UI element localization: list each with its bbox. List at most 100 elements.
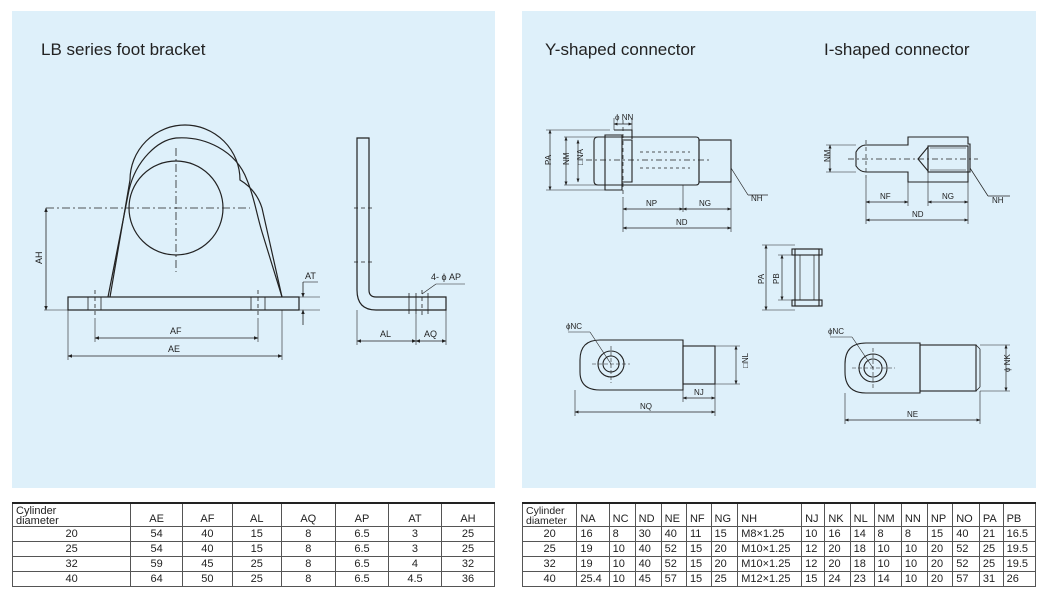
table-cell: 25.4 bbox=[576, 571, 610, 587]
label-nm: NM bbox=[562, 152, 571, 165]
table-cell: 59 bbox=[130, 556, 183, 572]
label-nf: NF bbox=[880, 192, 891, 201]
table-cell: 10 bbox=[900, 571, 928, 587]
table-cell: 8 bbox=[280, 526, 337, 542]
y-connector-title: Y-shaped connector bbox=[545, 40, 696, 59]
label-ne: NE bbox=[907, 410, 918, 419]
table-cell: 10 bbox=[873, 556, 902, 572]
table-cell: 20 bbox=[926, 571, 954, 587]
cylinder-diameter-cell: 25 bbox=[521, 541, 578, 557]
table-cell: 15 bbox=[685, 556, 712, 572]
i-connector-title: I-shaped connector bbox=[824, 40, 970, 59]
table-cell: 19.5 bbox=[1002, 541, 1037, 557]
table-cell: 6.5 bbox=[335, 556, 389, 572]
table-cell: 15 bbox=[231, 526, 282, 542]
label-nm-i: NM bbox=[823, 149, 832, 162]
table-cell: 15 bbox=[710, 526, 739, 542]
table-cell: 19 bbox=[576, 541, 610, 557]
cylinder-diameter-cell: 20 bbox=[521, 526, 578, 542]
table-cell: 52 bbox=[952, 556, 980, 572]
table-cell: 40 bbox=[952, 526, 980, 542]
header-na: NA bbox=[576, 502, 610, 527]
header-nc: NC bbox=[608, 502, 636, 527]
table-cell: 16 bbox=[824, 526, 851, 542]
table-cell: 52 bbox=[660, 556, 687, 572]
header-np: NP bbox=[926, 502, 954, 527]
table-cell: 19.5 bbox=[1002, 556, 1037, 572]
label-nn: ϕ NN bbox=[615, 113, 633, 122]
header-nl: NL bbox=[849, 502, 875, 527]
label-ng-i: NG bbox=[942, 192, 954, 201]
table-cell: M10×1.25 bbox=[737, 541, 803, 557]
table-cell: 20 bbox=[710, 541, 739, 557]
table-cell: 45 bbox=[181, 556, 233, 572]
header-nj: NJ bbox=[801, 502, 826, 527]
cylinder-diameter-cell: 20 bbox=[11, 526, 132, 542]
table-cell: 18 bbox=[849, 556, 875, 572]
table-cell: 14 bbox=[849, 526, 875, 542]
foot-bracket-side-view bbox=[354, 137, 465, 345]
label-ah: AH bbox=[34, 251, 44, 264]
table-cell: 40 bbox=[181, 526, 233, 542]
table-cell: M10×1.25 bbox=[737, 556, 803, 572]
label-at: AT bbox=[305, 271, 316, 281]
label-aq: AQ bbox=[424, 329, 437, 339]
label-nh-i: NH bbox=[992, 196, 1004, 205]
table-cell: 10 bbox=[608, 541, 636, 557]
label-ap: 4- ϕ AP bbox=[431, 272, 461, 282]
table-cell: 6.5 bbox=[335, 541, 389, 557]
table-cell: 50 bbox=[181, 571, 233, 587]
header-ah: AH bbox=[440, 502, 496, 527]
label-pb: PB bbox=[772, 273, 781, 284]
header-nm: NM bbox=[873, 502, 902, 527]
i-connector-top-view bbox=[826, 136, 1010, 224]
connector-panel bbox=[522, 11, 1036, 488]
label-na: □NA bbox=[576, 148, 585, 165]
header-al: AL bbox=[231, 502, 282, 527]
table-cell: 16.5 bbox=[1002, 526, 1037, 542]
label-af: AF bbox=[170, 326, 182, 336]
table-cell: 6.5 bbox=[335, 526, 389, 542]
table-cell: 4.5 bbox=[387, 571, 442, 587]
foot-bracket-panel bbox=[12, 11, 495, 488]
foot-bracket-title: LB series foot bracket bbox=[41, 40, 206, 59]
label-nj: NJ bbox=[694, 388, 704, 397]
table-cell: 10 bbox=[900, 556, 928, 572]
cylinder-diameter-cell: 32 bbox=[11, 556, 132, 572]
table-cell: 20 bbox=[926, 556, 954, 572]
header-ne: NE bbox=[660, 502, 687, 527]
cylinder-diameter-cell: 25 bbox=[11, 541, 132, 557]
label-ae: AE bbox=[168, 344, 180, 354]
table-cell: 3 bbox=[387, 541, 442, 557]
table-cell: 14 bbox=[873, 571, 902, 587]
label-nk: ϕ NK bbox=[1003, 354, 1012, 372]
label-pa-side: PA bbox=[757, 273, 766, 284]
table-cell: 25 bbox=[440, 526, 496, 542]
table-cell: 32 bbox=[440, 556, 496, 572]
header-ae: AE bbox=[130, 502, 183, 527]
foot-bracket-front-view bbox=[44, 124, 320, 360]
label-nc-i: ϕNC bbox=[828, 327, 844, 336]
header-nd: ND bbox=[634, 502, 662, 527]
label-nq: NQ bbox=[640, 402, 652, 411]
label-nl: □NL bbox=[741, 352, 750, 368]
label-pa: PA bbox=[544, 154, 553, 165]
table-cell: 21 bbox=[978, 526, 1004, 542]
table-cell: 10 bbox=[608, 556, 636, 572]
table-cell: 40 bbox=[634, 541, 662, 557]
table-cell: 12 bbox=[801, 556, 826, 572]
table-cell: 25 bbox=[440, 541, 496, 557]
y-connector-front-view bbox=[568, 331, 740, 416]
table-cell: 24 bbox=[824, 571, 851, 587]
